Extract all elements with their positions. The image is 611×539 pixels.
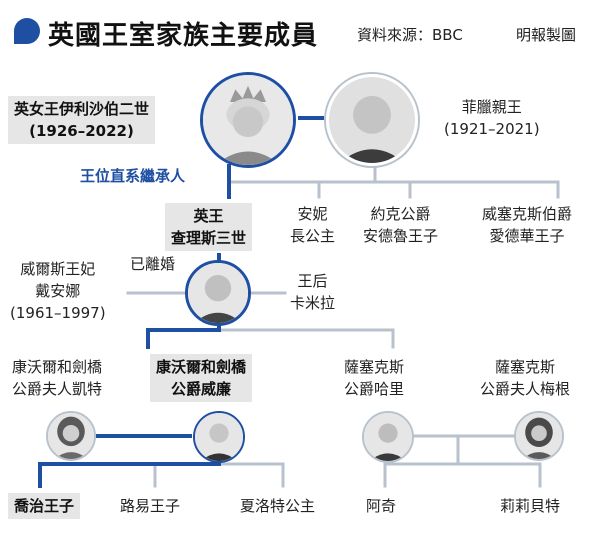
kate-label: 康沃爾和劍橋 公爵夫人凱特 [12,358,103,398]
george-label: 喬治王子 [8,493,81,519]
charles-label: 英王 查理斯三世 [165,203,253,251]
kate-portrait [46,411,96,461]
camilla-label: 王后 卡米拉 [290,272,336,312]
divorced-annotation: 已離婚 [130,255,176,273]
elizabeth-label: 英女王伊利沙伯二世 (1926–2022) [8,96,156,144]
harry-label: 薩塞克斯 公爵哈里 [344,358,405,398]
anne-label: 安妮 長公主 [290,205,336,245]
philip-label: 菲臘親王 (1921–2021) [444,98,540,138]
diana-label: 威爾斯王妃 戴安娜 (1961–1997) [10,260,106,322]
page-title: 英國王室家族主要成員 [48,21,319,51]
header: 英國王室家族主要成員 資料來源：BBC 明報製圖 [0,0,611,62]
lilibet-label: 莉莉貝特 [500,497,561,515]
harry-portrait [362,411,414,463]
meghan-label: 薩塞克斯 公爵夫人梅根 [480,358,571,398]
elizabeth-portrait [200,72,296,168]
louis-label: 路易王子 [120,497,181,515]
archie-label: 阿奇 [366,497,397,515]
speech-bubble-icon [14,18,40,44]
charles-portrait [185,260,251,326]
andrew-label: 約克公爵 安德魯王子 [363,205,439,245]
succession-annotation: 王位直系繼承人 [80,167,186,185]
credit-note: 明報製圖 [516,26,577,44]
william-portrait [193,411,245,463]
charlotte-label: 夏洛特公主 [240,497,316,515]
source-note: 資料來源：BBC [357,26,463,44]
crown-icon [203,75,293,165]
meghan-portrait [514,411,564,461]
secondary-connectors [126,153,560,488]
william-label: 康沃爾和劍橋 公爵威廉 [150,354,253,402]
edward-label: 威塞克斯伯爵 愛德華王子 [482,205,573,245]
philip-portrait [326,74,418,166]
